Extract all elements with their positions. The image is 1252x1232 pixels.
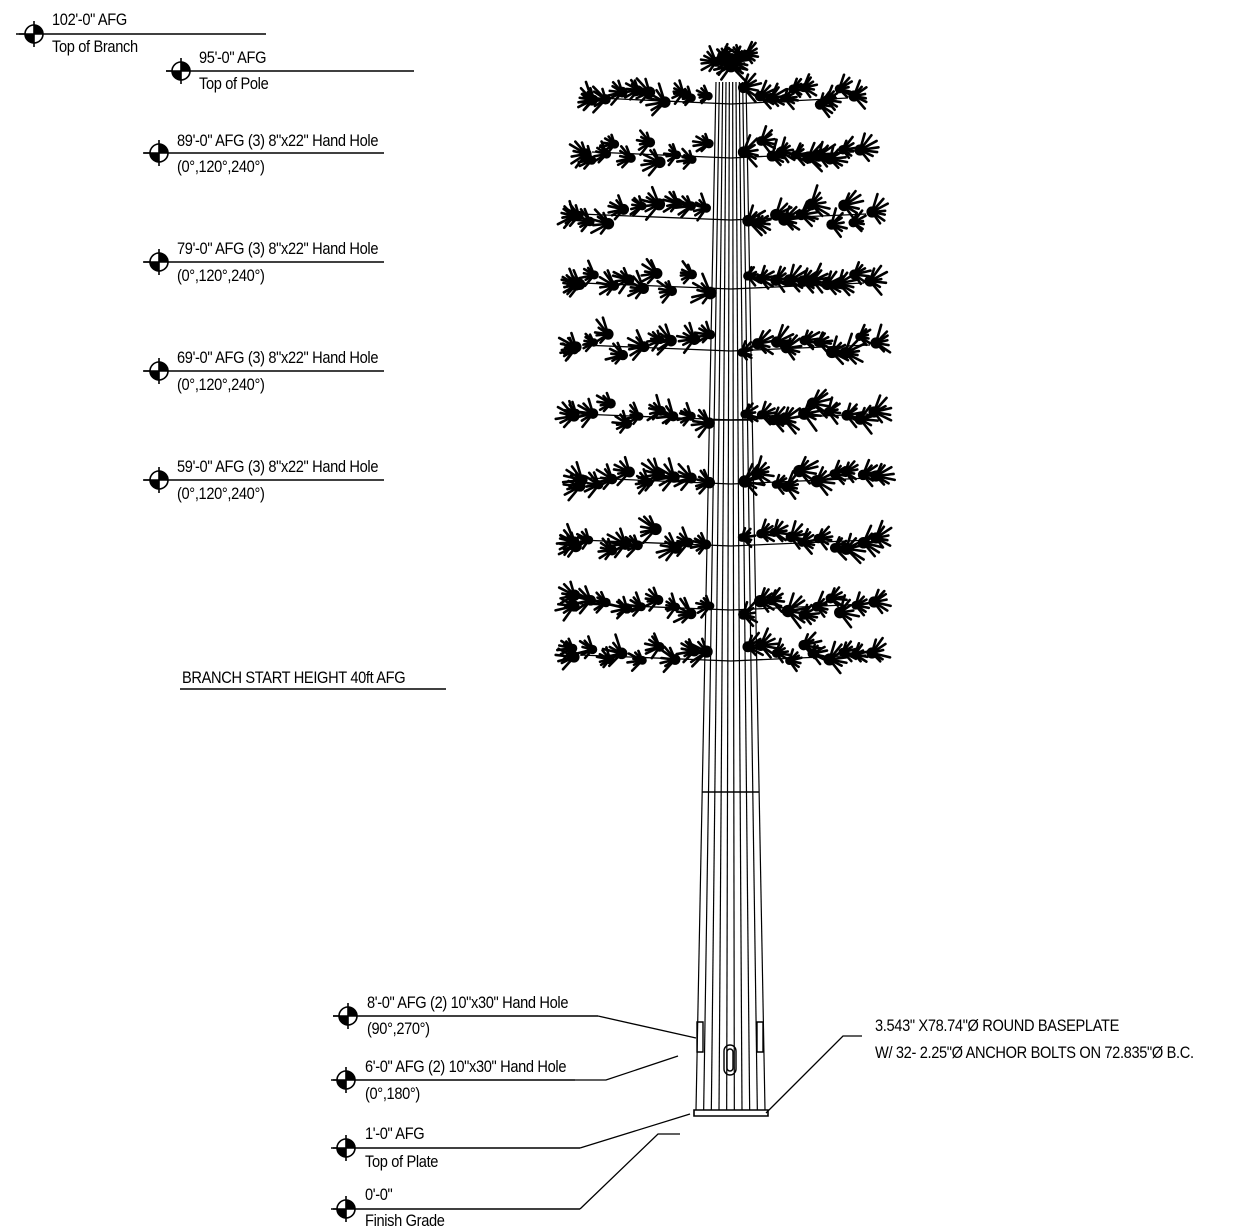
elevation-marker-icon <box>144 140 168 166</box>
branch-tier <box>558 185 888 236</box>
hand-hole-89-angles: (0°,120°,240°) <box>177 157 265 176</box>
branch-tier <box>557 516 891 562</box>
baseplate-note-line1: 3.543" X78.74"Ø ROUND BASEPLATE <box>875 1016 1120 1035</box>
hand-hole-8-angles: (90°,270°) <box>367 1019 430 1038</box>
elevation-marker-icon <box>144 249 168 275</box>
hand-hole-69-angles: (0°,120°,240°) <box>177 375 265 394</box>
hand-hole-59-angles: (0°,120°,240°) <box>177 484 265 503</box>
branch-tier <box>556 629 890 673</box>
elevation-markers <box>19 21 357 1222</box>
elevation-marker-icon <box>144 467 168 493</box>
elevation-reference-lines <box>16 34 598 1209</box>
elevation-marker-icon <box>331 1135 355 1161</box>
hand-hole-6-angles: (0°,180°) <box>365 1084 420 1103</box>
top-of-branch-elevation: 102'-0" AFG <box>52 10 127 29</box>
branch-start-height-note: BRANCH START HEIGHT 40ft AFG <box>182 668 406 687</box>
leader-lines <box>575 1016 862 1209</box>
branch-tier <box>562 259 887 303</box>
elevation-marker-icon <box>331 1196 355 1222</box>
elevation-marker-icon <box>19 21 43 47</box>
elevation-marker-icon <box>331 1067 355 1093</box>
branch-tier <box>563 457 895 501</box>
hand-hole-59-label: 59'-0" AFG (3) 8"x22" Hand Hole <box>177 457 379 476</box>
pine-branches <box>556 42 895 673</box>
finish-grade-label: Finish Grade <box>365 1211 445 1230</box>
hand-hole-79-angles: (0°,120°,240°) <box>177 266 265 285</box>
hand-hole-69-label: 69'-0" AFG (3) 8"x22" Hand Hole <box>177 348 379 367</box>
elevation-marker-icon <box>144 358 168 384</box>
base-hand-holes <box>697 1022 763 1075</box>
branch-tier <box>556 582 891 628</box>
elevation-marker-icon <box>166 58 190 84</box>
hand-hole-6-label: 6'-0" AFG (2) 10"x30" Hand Hole <box>365 1057 567 1076</box>
tree-crown <box>701 42 758 81</box>
top-of-branch-label: Top of Branch <box>52 37 138 56</box>
elevation-marker-icon <box>333 1003 357 1029</box>
hand-hole-89-label: 89'-0" AFG (3) 8"x22" Hand Hole <box>177 131 379 150</box>
baseplate-note-line2: W/ 32- 2.25"Ø ANCHOR BOLTS ON 72.835"Ø B… <box>875 1043 1194 1062</box>
top-of-plate-elevation: 1'-0" AFG <box>365 1124 425 1143</box>
top-of-pole-label: Top of Pole <box>199 74 269 93</box>
top-of-pole-elevation: 95'-0" AFG <box>199 48 267 67</box>
top-of-plate-label: Top of Plate <box>365 1152 439 1171</box>
branch-tier <box>559 318 890 364</box>
hand-hole-79-label: 79'-0" AFG (3) 8"x22" Hand Hole <box>177 239 379 258</box>
round-baseplate <box>694 1110 768 1116</box>
branch-tier <box>578 74 866 117</box>
branch-tier <box>556 390 891 437</box>
hand-hole-8-label: 8'-0" AFG (2) 10"x30" Hand Hole <box>367 993 569 1012</box>
branch-tier <box>570 126 878 175</box>
finish-grade-elevation: 0'-0" <box>365 1185 393 1204</box>
